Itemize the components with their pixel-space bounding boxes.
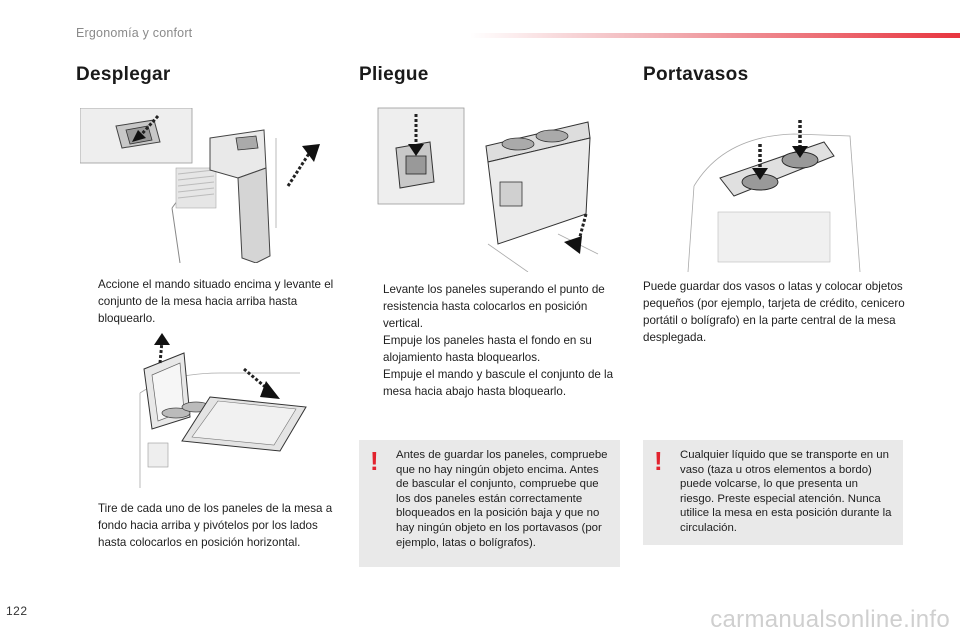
section-title-pliegue: Pliegue — [359, 64, 429, 85]
illustration-cup-holders — [684, 116, 864, 272]
portavasos-warning-box: ! Cualquier líquido que se transporte en… — [643, 440, 903, 545]
pliegue-step-1-text: Levante los paneles superando el punto d… — [383, 283, 605, 330]
page-header-title: Ergonomía y confort — [76, 26, 193, 40]
pliegue-warning-box: ! Antes de guardar los paneles, comprueb… — [359, 440, 620, 567]
portavasos-text: Puede guardar dos vasos o latas y coloca… — [643, 280, 905, 344]
pliegue-warning-text: Antes de guardar los paneles, compruebe … — [396, 449, 608, 549]
list-item: Levante los paneles superando el punto d… — [361, 281, 623, 332]
list-item: Empuje los paneles hasta el fondo en su … — [361, 332, 623, 366]
desplegar-step-2: Tire de cada uno de los paneles de la me… — [76, 500, 334, 551]
list-item: Empuje el mando y bascule el conjunto de… — [361, 366, 623, 400]
desplegar-step-2-text: Tire de cada uno de los paneles de la me… — [98, 502, 333, 549]
illustration-lift-table — [80, 108, 342, 263]
desplegar-step-1: Accione el mando situado encima y levant… — [76, 276, 344, 327]
pliegue-step-2-text: Empuje los paneles hasta el fondo en su … — [383, 334, 592, 364]
illustration-fold-table — [368, 104, 618, 272]
pliegue-step-3-text: Empuje el mando y bascule el conjunto de… — [383, 368, 614, 398]
portavasos-warning-text: Cualquier líquido que se transporte en u… — [680, 449, 892, 534]
pliegue-steps: Levante los paneles superando el punto d… — [361, 281, 623, 400]
illustration-open-panels — [130, 333, 312, 488]
page-number: 122 — [6, 604, 28, 618]
section-title-desplegar: Desplegar — [76, 64, 171, 85]
header-accent-bar — [470, 33, 960, 38]
desplegar-step-1-text: Accione el mando situado encima y levant… — [98, 278, 334, 325]
section-title-portavasos: Portavasos — [643, 64, 749, 85]
warning-icon: ! — [370, 446, 379, 476]
watermark: carmanualsonline.info — [710, 606, 950, 633]
warning-icon: ! — [654, 446, 663, 476]
